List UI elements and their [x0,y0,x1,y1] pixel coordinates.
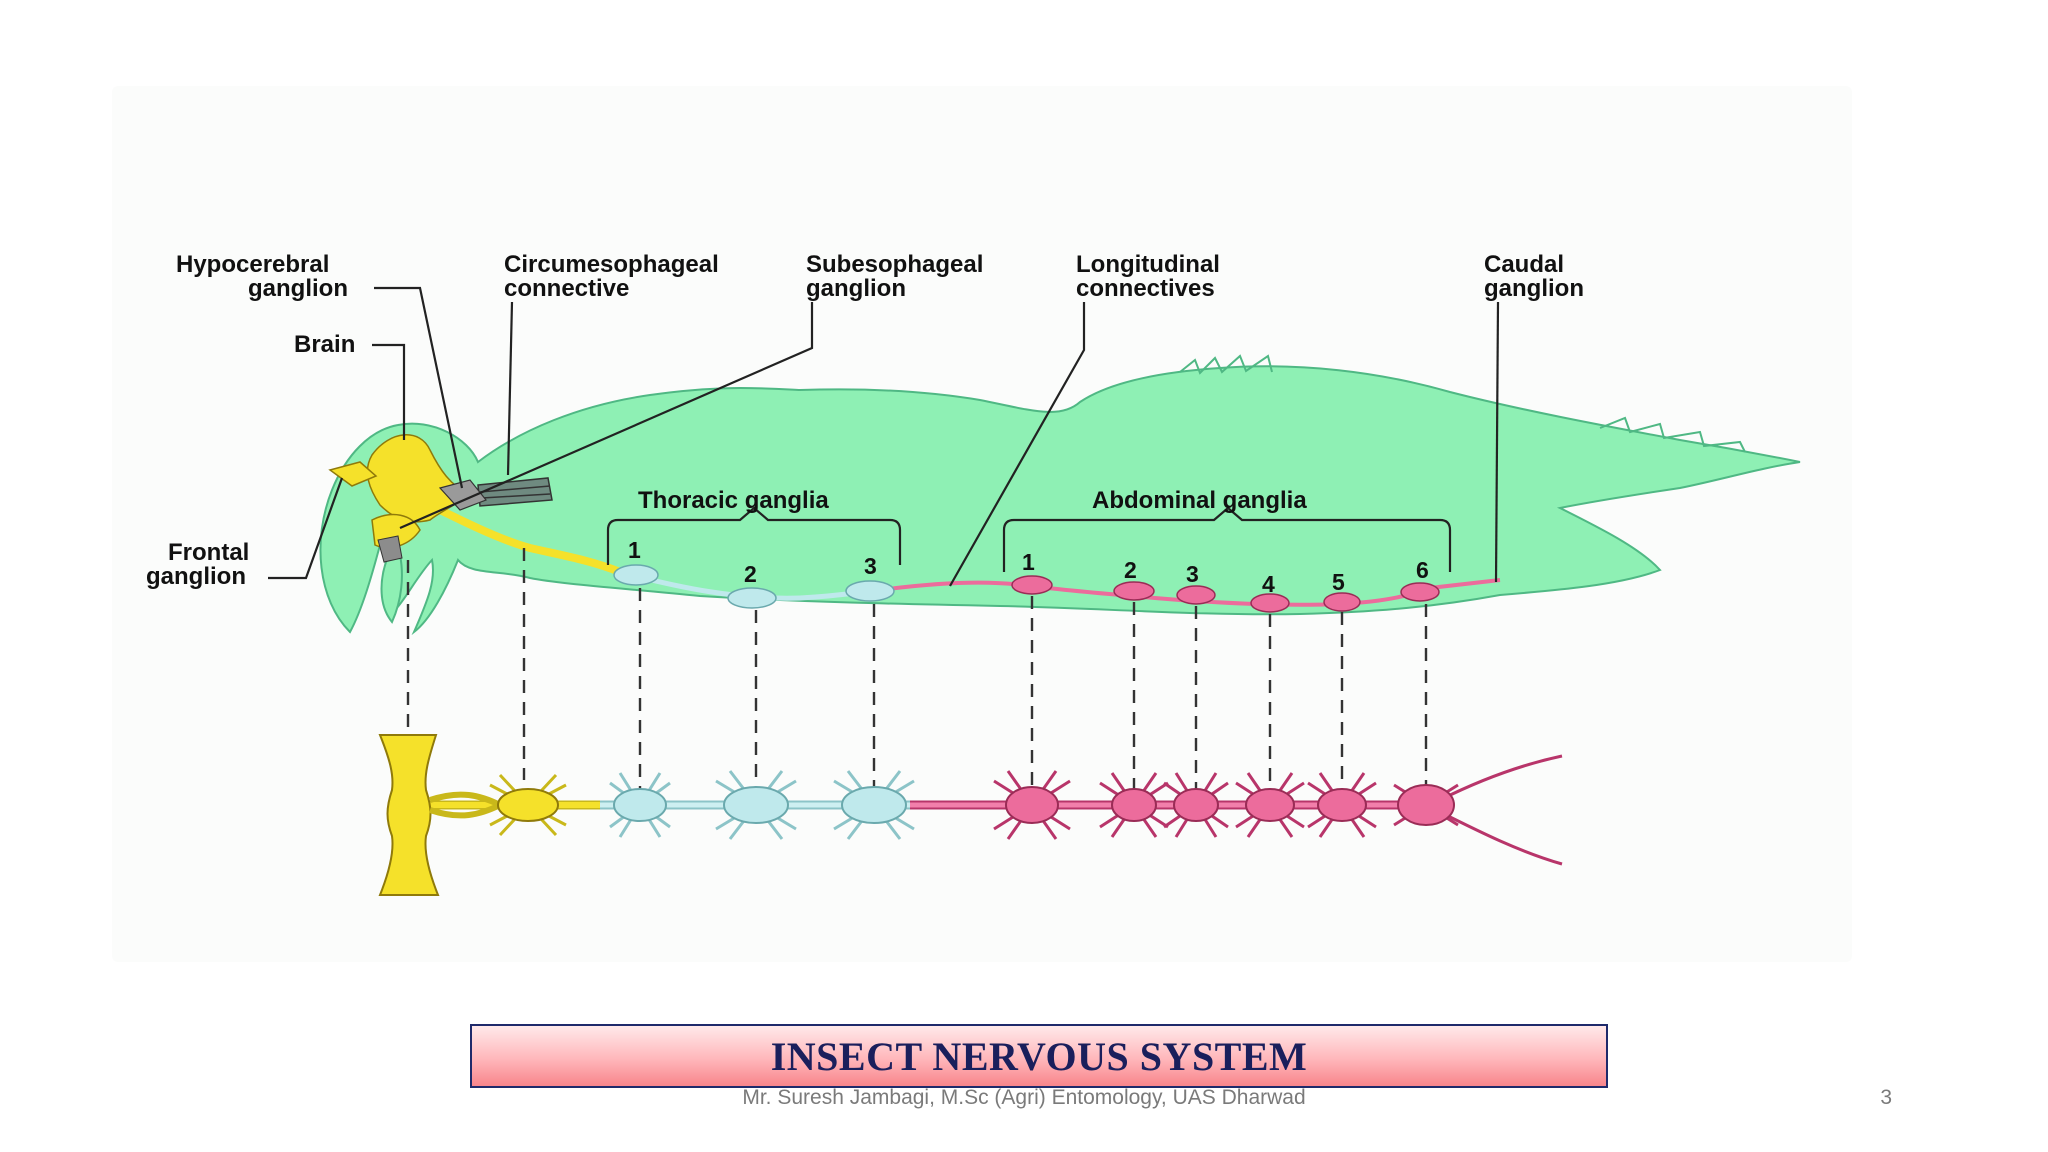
label-brain: Brain [294,331,355,358]
drop-lines [406,548,1428,790]
schematic-brain [378,734,440,896]
abdominal-number-3: 3 [1186,561,1199,587]
schematic-ganglion-a4 [1235,772,1305,838]
schematic-cerci [1439,754,1563,866]
label-caudal-1: Caudal [1484,251,1564,278]
frontal-ganglion-shape [328,461,378,487]
body-ganglia [613,564,1440,613]
body-ganglion-a5 [1323,592,1361,612]
body-ganglion-t1 [613,564,659,586]
leader-caudal [1494,301,1500,583]
schematic-ganglion-a1 [993,770,1071,840]
leader-subeso [399,302,814,530]
nerve-cord-yellow [416,496,624,576]
leader-hypocerebral [374,286,464,489]
schematic-ganglion-t3 [833,770,915,840]
thoracic-number-3: 3 [864,553,877,579]
label-caudal-2: ganglion [1484,275,1584,302]
body-ganglion-a6 [1400,582,1440,602]
label-longit-1: Longitudinal [1076,251,1220,278]
gray-tissue [377,535,403,563]
slide-title: INSECT NERVOUS SYSTEM [770,1033,1308,1079]
label-hypocerebral-1: Hypocerebral [176,251,329,278]
leader-longit [949,302,1086,587]
schematic-ganglia [489,770,1459,840]
body-ganglion-a4 [1250,593,1290,613]
abdominal-number-2: 2 [1124,557,1137,583]
label-longit-2: connectives [1076,275,1215,302]
leader-frontal [268,477,344,580]
body-ganglion-a1 [1011,575,1053,595]
schematic-ganglion-t2 [715,770,797,840]
schematic-ganglion-a6 [1393,783,1459,827]
schematic-ganglion-a2 [1099,772,1169,838]
schematic-ganglion-subesophageal [489,773,567,837]
esophagus-lines [479,485,551,499]
slide-footer: Mr. Suresh Jambagi, M.Sc (Agri) Entomolo… [742,1086,1306,1109]
label-circum-2: connective [504,275,629,302]
schematic-ganglion-t1 [609,772,671,838]
mouthpart-lobe [380,546,403,624]
label-circum-1: Circumesophageal [504,251,719,278]
thoracic-ganglia-label: Thoracic ganglia [638,487,829,514]
abdominal-bracket [1002,506,1452,572]
label-subeso-2: ganglion [806,275,906,302]
abdominal-number-1: 1 [1022,549,1035,575]
abdominal-number-4: 4 [1262,571,1275,597]
abdominal-number-6: 6 [1416,557,1429,583]
body-ganglion-a3 [1176,585,1216,605]
abdomen-spines [1179,354,1746,453]
leader-brain [372,343,406,440]
thoracic-number-1: 1 [628,537,641,563]
label-subeso-1: Subesophageal [806,251,983,278]
leader-circum [506,301,514,476]
body-ganglion-t2 [727,587,777,609]
label-frontal-2: ganglion [146,563,246,590]
abdominal-number-5: 5 [1332,569,1345,595]
label-frontal-1: Frontal [168,539,249,566]
schematic-ganglion-a3 [1163,772,1229,838]
slide-title-box: INSECT NERVOUS SYSTEM [470,1024,1608,1088]
page-number: 3 [1880,1086,1892,1109]
thoracic-bracket [606,506,902,565]
body-ganglion-t3 [845,580,895,602]
insect-body-outline [319,365,1801,636]
label-hypocerebral-2: ganglion [248,275,348,302]
abdominal-ganglia-label: Abdominal ganglia [1092,487,1307,514]
schematic-ganglion-a5 [1307,772,1377,838]
body-ganglion-a2 [1113,581,1155,601]
thoracic-number-2: 2 [744,561,757,587]
